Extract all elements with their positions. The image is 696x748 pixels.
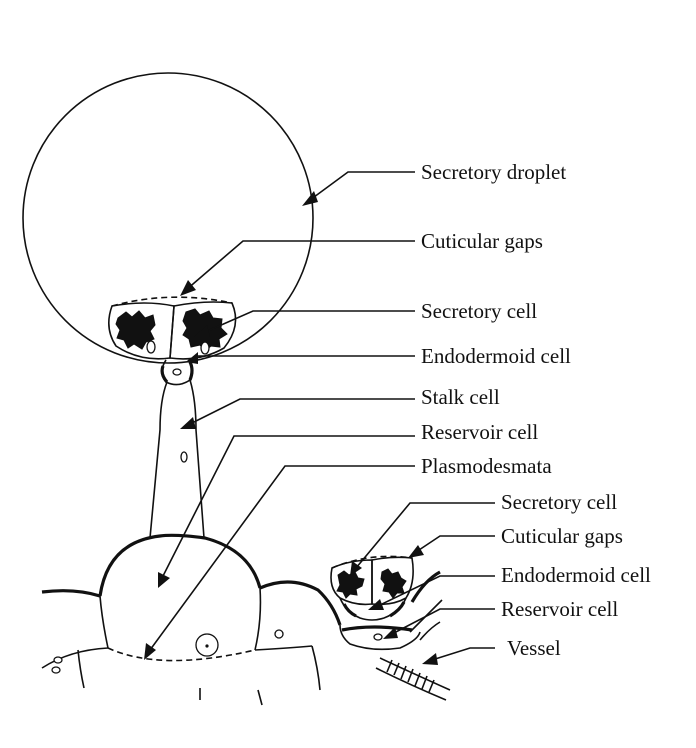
label-cuticular-gaps-top: Cuticular gaps	[421, 229, 543, 253]
leader-reservoir-top	[161, 435, 415, 579]
small-endodermoid-band	[342, 603, 357, 618]
large-trichome	[22, 72, 314, 662]
leader-secretory-cell-small	[355, 502, 495, 569]
label-endodermoid-cell-small: Endodermoid cell	[501, 563, 651, 587]
epidermis	[41, 570, 443, 706]
arrow-endodermoid-small	[368, 599, 384, 610]
leader-endodermoid-top	[191, 355, 415, 361]
label-reservoir-cell-top: Reservoir cell	[421, 420, 538, 444]
vessel-shape	[375, 657, 451, 701]
vessel-band-7	[428, 679, 435, 693]
epidermis-cell-bottom-wall-2	[257, 689, 263, 706]
small-secretory-cell-left	[330, 559, 373, 606]
arrow-secretory-cell-top	[194, 325, 210, 337]
stalk-cell-shape-right	[189, 379, 205, 539]
epidermis-middle-lower	[254, 645, 313, 651]
epidermis-right-lower	[419, 621, 441, 641]
labels: Secretory droplet Cuticular gaps Secreto…	[421, 160, 651, 660]
epidermis-cell-middle	[311, 645, 321, 691]
vessel-band-2	[393, 662, 400, 676]
leader-secretory-droplet	[309, 171, 415, 201]
label-reservoir-cell-small: Reservoir cell	[501, 597, 618, 621]
leader-endodermoid-small	[377, 575, 495, 607]
vessel-band-6	[421, 675, 428, 690]
reservoir-cell-left-side	[99, 595, 109, 649]
epidermis-cell-left-bottom	[77, 649, 85, 689]
leader-cuticular-gaps-small	[415, 535, 495, 553]
vessel-band-3	[400, 665, 407, 680]
vessel-band-4	[407, 668, 414, 683]
nucleus-secretory-right	[200, 341, 210, 355]
leader-vessel	[431, 647, 495, 661]
label-vessel: Vessel	[507, 636, 561, 660]
arrow-plasmodesmata	[144, 643, 156, 660]
nucleus-stalk	[180, 451, 188, 463]
small-endodermoid-band-r	[389, 601, 406, 618]
label-endodermoid-cell-top: Endodermoid cell	[421, 344, 571, 368]
label-secretory-cell-small: Secretory cell	[501, 490, 617, 514]
small-secretory-cell-right	[371, 556, 414, 606]
leader-cuticular-gaps-top	[185, 240, 415, 291]
arrow-cuticular-gaps-small	[408, 545, 424, 558]
vessel-upper-wall	[379, 657, 451, 691]
epidermis-middle	[259, 580, 342, 626]
nucleolus-reservoir	[205, 644, 209, 648]
small-reservoir-cell	[339, 624, 421, 651]
nucleus-epidermis-2	[51, 666, 61, 674]
vessel-band-5	[414, 672, 421, 687]
vessel-band-1	[386, 659, 393, 673]
arrow-secretory-cell-small	[350, 561, 362, 576]
endodermoid-band-right	[188, 361, 194, 381]
label-cuticular-gaps-small: Cuticular gaps	[501, 524, 623, 548]
nucleus-epidermis-1	[53, 656, 63, 664]
arrow-cuticular-gaps-top	[180, 280, 196, 296]
cuticular-gap-dashed	[111, 296, 233, 307]
leader-stalk-cell	[187, 398, 415, 426]
leader-secretory-cell-top	[202, 310, 415, 334]
arrow-secretory-droplet	[302, 191, 318, 206]
nucleus-small-reservoir	[373, 633, 383, 641]
arrow-reservoir-top	[158, 572, 170, 588]
epidermis-cell-left-wall	[41, 647, 109, 669]
leader-reservoir-small	[391, 608, 495, 635]
nucleus-epidermis-3	[274, 629, 284, 639]
secretory-droplet-shape	[22, 72, 314, 364]
nucleus-endodermoid	[172, 368, 182, 376]
label-plasmodesmata: Plasmodesmata	[421, 454, 552, 478]
plasmodesmata-dashed	[107, 647, 256, 662]
reservoir-cell-wall	[98, 533, 262, 597]
label-stalk-cell: Stalk cell	[421, 385, 500, 409]
secretory-cell-left	[108, 302, 175, 360]
leader-plasmodesmata	[149, 465, 415, 651]
reservoir-cell-right-side	[254, 587, 262, 651]
label-secretory-droplet: Secretory droplet	[421, 160, 566, 184]
epidermis-right-inner	[409, 599, 443, 633]
arrow-reservoir-small	[383, 627, 398, 639]
arrow-stalk-cell	[180, 417, 196, 429]
arrow-vessel	[422, 653, 438, 665]
nucleus-secretory-left	[146, 340, 156, 354]
vessel-lower-wall	[375, 667, 447, 701]
label-secretory-cell-top: Secretory cell	[421, 299, 537, 323]
arrow-endodermoid-top	[186, 352, 198, 364]
epidermis-left	[41, 589, 101, 598]
leader-lines	[144, 171, 495, 665]
small-reservoir-top	[341, 625, 413, 632]
stalk-cell-shape	[149, 381, 168, 539]
endodermoid-band-left	[160, 365, 169, 384]
